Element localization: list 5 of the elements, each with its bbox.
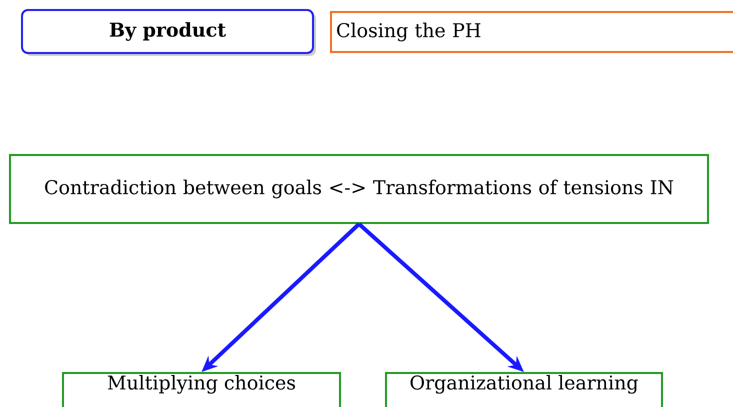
title-box: Closing the PH xyxy=(330,11,733,53)
title-box: By product xyxy=(21,9,314,54)
text-box: Multiplying choices xyxy=(62,372,341,407)
text-box: Organizational learning xyxy=(385,372,663,407)
text-box: Contradiction between goals <-> Transformations of tensions IN xyxy=(9,154,709,224)
